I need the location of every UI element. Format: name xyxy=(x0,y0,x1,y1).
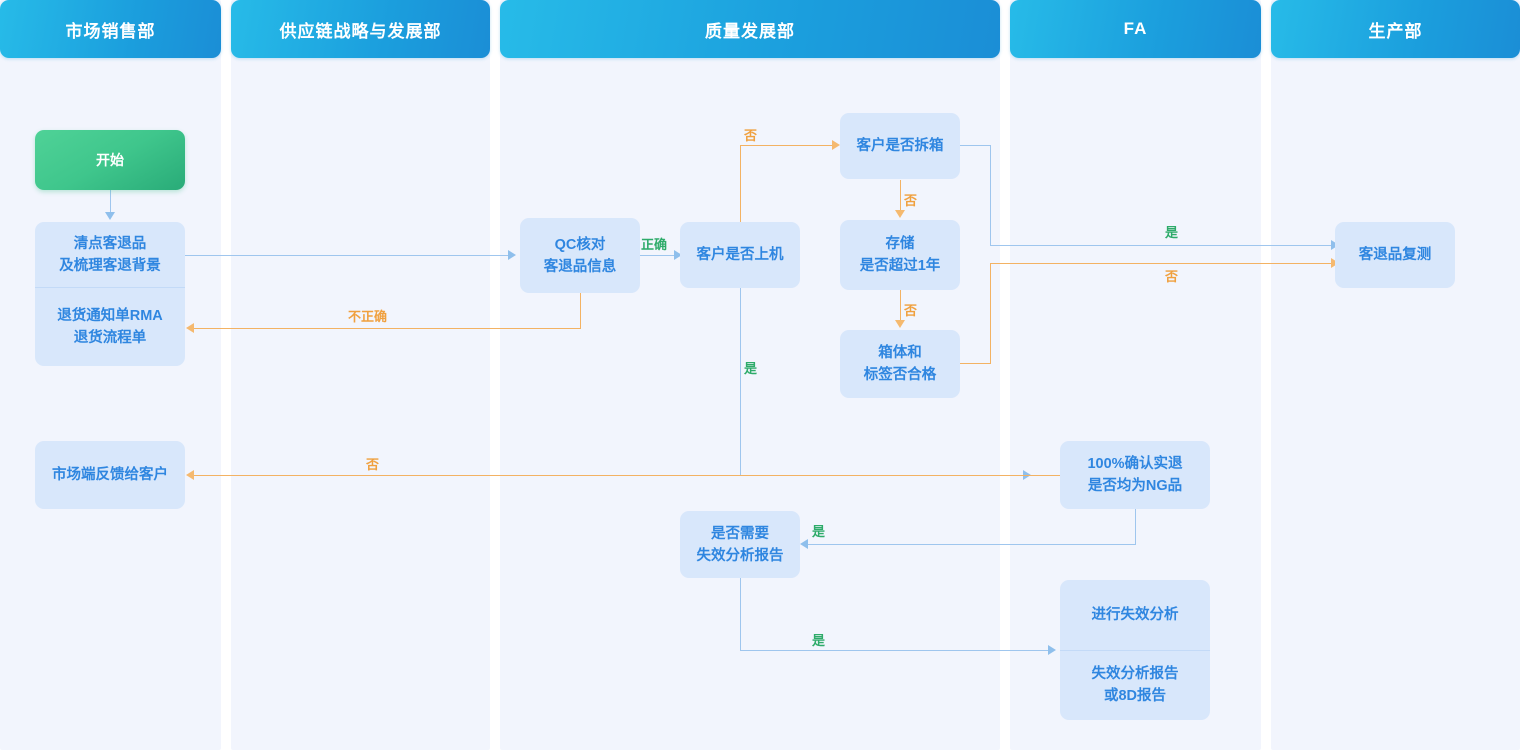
edge-unbox-to-retest-h2 xyxy=(990,245,1338,246)
edge-ng-to-needfa-horizontal xyxy=(808,544,1136,545)
node-start-label: 开始 xyxy=(96,152,124,168)
edge-label-box-no: 否 xyxy=(1165,269,1179,284)
node-count-returns[interactable]: 清点客退品 及梳理客退背景 xyxy=(35,222,185,287)
swimlane-body-production xyxy=(1271,0,1520,750)
node-box-label-ok[interactable]: 箱体和 标签否合格 xyxy=(840,330,960,398)
node-qc-check[interactable]: QC核对 客退品信息 xyxy=(520,218,640,293)
swimlane-header-fa: FA xyxy=(1010,0,1261,58)
node-fa-report-line2: 或8D报告 xyxy=(1103,688,1167,704)
edge-box-to-retest-h1 xyxy=(960,363,990,364)
node-market-feedback[interactable]: 市场端反馈给客户 xyxy=(35,441,185,509)
edge-ng-to-market xyxy=(194,475,1060,476)
edge-qc-to-rma-arrow xyxy=(186,323,194,333)
swimlane-header-sales: 市场销售部 xyxy=(0,0,221,58)
node-storage-1year-line2: 是否超过1年 xyxy=(859,258,941,274)
swimlane-supplychain: 供应链战略与发展部 xyxy=(231,0,490,750)
edge-start-to-count-arrow xyxy=(105,212,115,220)
node-storage-1year[interactable]: 存储 是否超过1年 xyxy=(840,220,960,290)
edge-box-to-retest-h2 xyxy=(990,263,1338,264)
edge-unbox-to-retest-h1 xyxy=(960,145,990,146)
node-confirm-ng[interactable]: 100%确认实退 是否均为NG品 xyxy=(1060,441,1210,509)
edge-ng-to-needfa-vertical xyxy=(1135,509,1136,545)
edge-label-storage-no: 否 xyxy=(904,303,918,318)
node-box-label-ok-line2: 标签否合格 xyxy=(863,367,937,383)
edge-qc-to-onboard xyxy=(640,255,678,256)
edge-label-ng-yes: 是 xyxy=(812,524,826,539)
edge-label-unbox-yes: 是 xyxy=(1165,225,1179,240)
node-rma-form[interactable]: 退货通知单RMA 退货流程单 xyxy=(35,287,185,365)
edge-needfa-to-dofa-vertical xyxy=(740,578,741,650)
edge-label-onboard-no: 否 xyxy=(744,128,758,143)
node-group-fa-analysis: 进行失效分析 失效分析报告 或8D报告 xyxy=(1060,580,1210,720)
node-need-fa-report-line1: 是否需要 xyxy=(711,525,769,542)
edge-onboard-to-ng-vertical xyxy=(740,288,741,475)
node-do-fa[interactable]: 进行失效分析 xyxy=(1060,580,1210,650)
edge-needfa-to-dofa-arrow xyxy=(1048,645,1056,655)
edge-count-to-qc xyxy=(185,255,510,256)
node-customer-onboard[interactable]: 客户是否上机 xyxy=(680,222,800,288)
edge-ng-to-market-arrow xyxy=(186,470,194,480)
node-rma-form-line2: 退货流程单 xyxy=(73,329,147,346)
node-retest[interactable]: 客退品复测 xyxy=(1335,222,1455,288)
edge-unbox-to-retest-v xyxy=(990,145,991,245)
node-retest-label: 客退品复测 xyxy=(1358,247,1432,263)
node-count-returns-line2: 及梳理客退背景 xyxy=(59,257,161,274)
edge-label-correct: 正确 xyxy=(641,237,668,252)
swimlane-header-production: 生产部 xyxy=(1271,0,1520,58)
node-fa-report-line1: 失效分析报告 xyxy=(1091,666,1179,682)
edge-label-incorrect: 不正确 xyxy=(348,309,388,324)
node-start[interactable]: 开始 xyxy=(35,130,185,190)
edge-label-unbox-no: 否 xyxy=(904,193,918,208)
node-do-fa-label: 进行失效分析 xyxy=(1091,607,1179,623)
edge-label-ng-no: 否 xyxy=(366,457,380,472)
edge-count-to-qc-arrow xyxy=(508,250,516,260)
node-qc-check-line2: 客退品信息 xyxy=(543,258,617,275)
node-group-return-handling: 清点客退品 及梳理客退背景 退货通知单RMA 退货流程单 xyxy=(35,222,185,366)
node-confirm-ng-line1: 100%确认实退 xyxy=(1087,456,1183,472)
edge-ng-to-needfa-arrow xyxy=(800,539,808,549)
node-need-fa-report-line2: 失效分析报告 xyxy=(696,547,784,564)
node-customer-unbox-label: 客户是否拆箱 xyxy=(856,138,944,154)
node-customer-onboard-label: 客户是否上机 xyxy=(696,247,784,263)
edge-storage-to-box xyxy=(900,290,901,322)
swimlane-sales: 市场销售部 xyxy=(0,0,221,750)
swimlane-body-sales xyxy=(0,0,221,750)
node-count-returns-line1: 清点客退品 xyxy=(73,235,147,252)
swimlane-body-supplychain xyxy=(231,0,490,750)
node-need-fa-report[interactable]: 是否需要 失效分析报告 xyxy=(680,511,800,578)
node-box-label-ok-line1: 箱体和 xyxy=(878,345,922,361)
edge-unbox-to-storage xyxy=(900,180,901,212)
swimlane-production: 生产部 xyxy=(1271,0,1520,750)
edge-onboard-to-unbox-arrow xyxy=(832,140,840,150)
edge-onboard-to-unbox-vertical xyxy=(740,145,741,222)
edge-onboard-to-unbox-horizontal xyxy=(740,145,834,146)
edge-qc-to-rma-vertical xyxy=(580,293,581,329)
edge-unbox-to-storage-arrow xyxy=(895,210,905,218)
swimlane-fa: FA xyxy=(1010,0,1261,750)
swimlane-header-supplychain: 供应链战略与发展部 xyxy=(231,0,490,58)
edge-qc-to-rma-horizontal xyxy=(194,328,581,329)
edge-label-needfa-yes: 是 xyxy=(812,633,826,648)
edge-box-to-retest-v xyxy=(990,263,991,364)
edge-needfa-to-dofa-horizontal xyxy=(740,650,1050,651)
edge-label-onboard-yes: 是 xyxy=(744,361,758,376)
edge-qc-to-onboard-arrow xyxy=(674,250,682,260)
node-qc-check-line1: QC核对 xyxy=(554,236,606,253)
node-fa-report[interactable]: 失效分析报告 或8D报告 xyxy=(1060,650,1210,719)
node-rma-form-line1: 退货通知单RMA xyxy=(57,307,163,324)
swimlane-header-quality: 质量发展部 xyxy=(500,0,1000,58)
node-customer-unbox[interactable]: 客户是否拆箱 xyxy=(840,113,960,179)
edge-storage-to-box-arrow xyxy=(895,320,905,328)
edge-start-to-count xyxy=(110,188,111,214)
node-confirm-ng-line2: 是否均为NG品 xyxy=(1087,478,1183,494)
node-storage-1year-line1: 存储 xyxy=(885,236,915,252)
node-market-feedback-label: 市场端反馈给客户 xyxy=(52,467,168,483)
